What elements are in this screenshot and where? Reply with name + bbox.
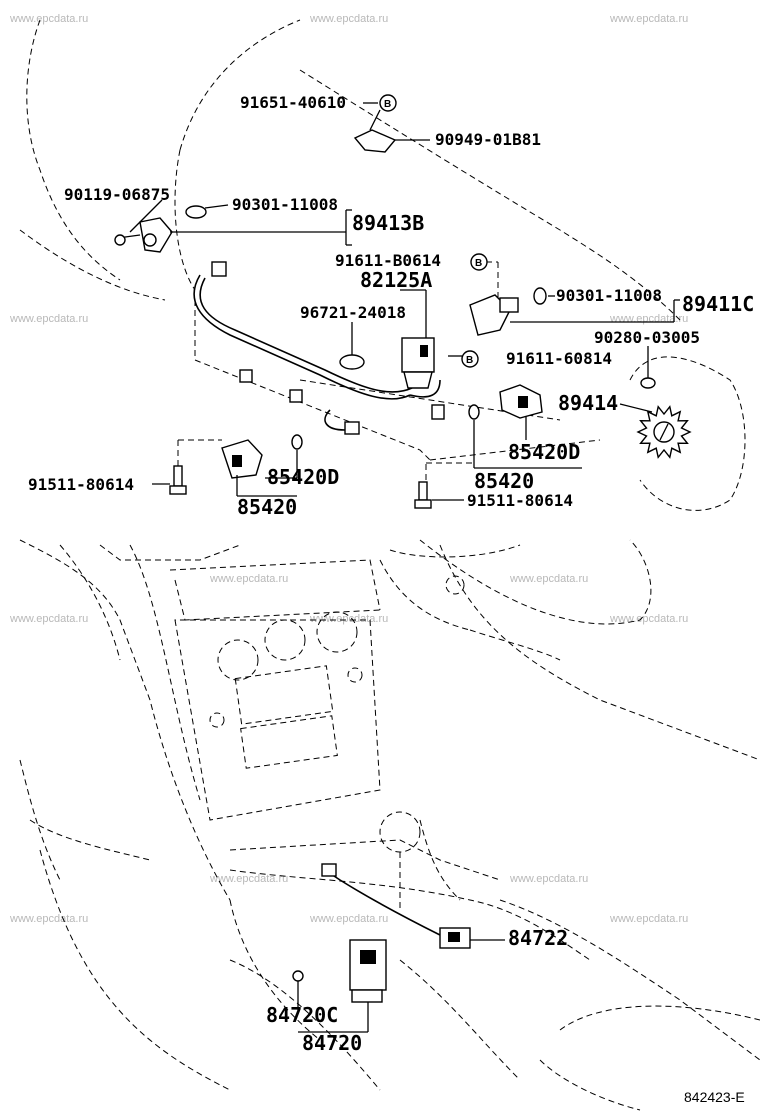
diagram-reference: 842423-E: [684, 1089, 745, 1105]
part-grommet-85420d-right: [468, 404, 480, 420]
part-bolt-91511-right: [414, 481, 432, 509]
label-84722: 84722: [508, 926, 568, 950]
watermark-text: www.epcdata.ru: [9, 613, 88, 625]
watermark-text: www.epcdata.ru: [509, 573, 588, 585]
watermark-text: www.epcdata.ru: [9, 313, 88, 325]
watermark-text: www.epcdata.ru: [309, 913, 388, 925]
leader-lines-upper: [129, 102, 680, 501]
label-90949-01b81: 90949-01B81: [435, 130, 541, 149]
symbol-b-1: B: [379, 94, 397, 112]
symbol-b-text: B: [384, 99, 391, 110]
label-84720c: 84720C: [266, 1003, 338, 1027]
label-90301-11008-left: 90301-11008: [232, 195, 338, 214]
part-connector-85420-right: [499, 384, 543, 419]
label-96721-24018: 96721-24018: [300, 303, 406, 322]
label-82125a: 82125A: [360, 268, 432, 292]
label-90280-03005: 90280-03005: [594, 328, 700, 347]
watermark-text: www.epcdata.ru: [609, 913, 688, 925]
label-85420d-left: 85420D: [267, 465, 339, 489]
part-oring-90301-left: [185, 205, 207, 219]
watermark-text: www.epcdata.ru: [9, 913, 88, 925]
watermark-text: www.epcdata.ru: [9, 13, 88, 25]
symbol-b-text: B: [466, 355, 473, 366]
symbol-b-3: B: [461, 350, 479, 368]
watermark-text: www.epcdata.ru: [209, 573, 288, 585]
part-switch-84722: [321, 863, 471, 949]
label-91611-60814: 91611-60814: [506, 349, 612, 368]
label-90301-11008-right: 90301-11008: [556, 286, 662, 305]
part-sensor-89411c: [469, 294, 519, 336]
part-grommet-85420d-left: [291, 434, 303, 450]
part-connector-82125a: [401, 337, 435, 389]
label-91511-80614-right: 91511-80614: [467, 491, 573, 510]
symbol-b-text: B: [475, 258, 482, 269]
watermarks: www.epcdata.ru www.epcdata.ru www.epcdat…: [9, 13, 688, 925]
wire-harness: [193, 261, 445, 435]
part-sensor-89413b: [114, 217, 173, 253]
part-connector-85420-left: [221, 439, 263, 479]
label-85420-left: 85420: [237, 495, 297, 519]
label-89414: 89414: [558, 391, 618, 415]
label-91511-80614-left: 91511-80614: [28, 475, 134, 494]
labels-upper: 91651-40610 90949-01B81 90119-06875 9030…: [28, 93, 754, 519]
label-89411c: 89411C: [682, 292, 754, 316]
watermark-text: www.epcdata.ru: [609, 13, 688, 25]
label-90119-06875: 90119-06875: [64, 185, 170, 204]
watermark-text: www.epcdata.ru: [309, 13, 388, 25]
part-bolt-91511-left: [169, 465, 187, 495]
watermark-text: www.epcdata.ru: [609, 313, 688, 325]
part-switch-84720: [349, 939, 387, 1003]
part-oring-90301-right: [533, 287, 547, 305]
label-89413b: 89413B: [352, 211, 424, 235]
symbol-b-2: B: [470, 253, 488, 271]
part-clip-90949: [353, 129, 397, 153]
watermark-text: www.epcdata.ru: [309, 613, 388, 625]
label-91611-b0614: 91611-B0614: [335, 251, 441, 270]
watermark-text: www.epcdata.ru: [209, 873, 288, 885]
label-85420-right: 85420: [474, 469, 534, 493]
part-grommet-96721: [339, 354, 365, 370]
watermark-text: www.epcdata.ru: [509, 873, 588, 885]
labels-lower: 84722 84720C 84720: [266, 926, 568, 1055]
label-85420d-right: 85420D: [508, 440, 580, 464]
part-rotor-89414: [636, 405, 692, 459]
label-84720: 84720: [302, 1031, 362, 1055]
label-91651-40610: 91651-40610: [240, 93, 346, 112]
rotor-key: [659, 423, 669, 441]
leader-lines-lower: [297, 939, 505, 1033]
part-screw-84720c: [292, 970, 304, 982]
part-clip-90280: [640, 377, 656, 389]
console-outline: [19, 539, 760, 1111]
